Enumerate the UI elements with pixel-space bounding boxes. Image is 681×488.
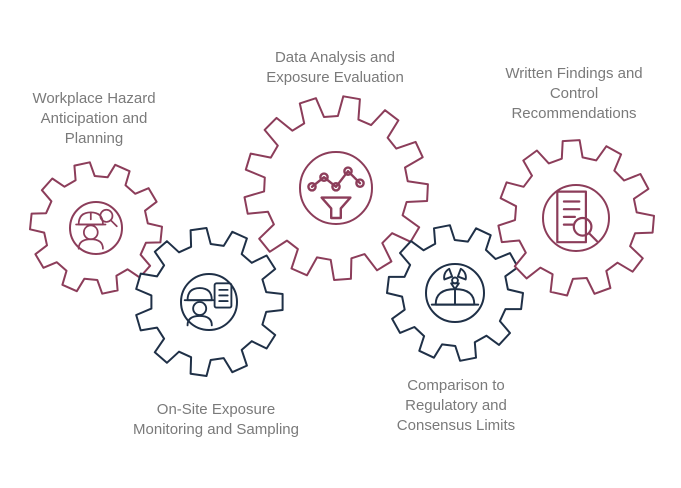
data-funnel-icon: [307, 166, 365, 220]
gear-5: [497, 139, 655, 297]
gear-5-outline: [497, 139, 655, 297]
step-1-line-1: Workplace Hazard: [32, 90, 156, 107]
step-4-line-3: Consensus Limits: [396, 417, 516, 434]
worker-checklist-icon: [183, 282, 233, 327]
gear-1: [29, 161, 163, 295]
gear-2-hub: [180, 273, 238, 331]
gear-3-outline: [243, 95, 429, 281]
step-5-line-3: Recommendations: [511, 105, 637, 122]
step-3-line-2: Exposure Evaluation: [266, 69, 404, 86]
gears-layer: [29, 95, 655, 377]
radiation-hardhat-icon: [430, 267, 480, 306]
step-5-line-1: Written Findings and: [505, 65, 643, 82]
gear-3-hub: [299, 151, 373, 225]
step-4-line-1: Comparison to: [407, 377, 505, 394]
step-1-label: Workplace Hazard Anticipation and Planni…: [4, 89, 184, 149]
step-3-label: Data Analysis and Exposure Evaluation: [245, 48, 425, 88]
step-2-line-2: Monitoring and Sampling: [133, 421, 299, 438]
step-1-line-3: Planning: [64, 130, 124, 147]
gear-2: [135, 227, 284, 377]
step-2-label: On-Site Exposure Monitoring and Sampling: [106, 400, 326, 440]
worker-magnifier-icon: [75, 208, 118, 250]
document-search-icon: [556, 190, 599, 244]
step-1-line-2: Anticipation and: [40, 110, 148, 127]
step-2-line-1: On-Site Exposure: [156, 401, 276, 418]
step-5-label: Written Findings and Control Recommendat…: [476, 64, 672, 124]
gear-5-hub: [542, 184, 610, 252]
gear-2-outline: [135, 227, 284, 377]
gear-1-hub: [69, 201, 123, 255]
step-3-line-1: Data Analysis and: [274, 49, 396, 66]
gear-4-hub: [425, 263, 485, 323]
gear-3: [243, 95, 429, 281]
step-4-line-2: Regulatory and: [405, 397, 507, 414]
step-4-label: Comparison to Regulatory and Consensus L…: [366, 376, 546, 436]
gear-4: [386, 224, 524, 362]
step-5-line-2: Control: [549, 85, 599, 102]
